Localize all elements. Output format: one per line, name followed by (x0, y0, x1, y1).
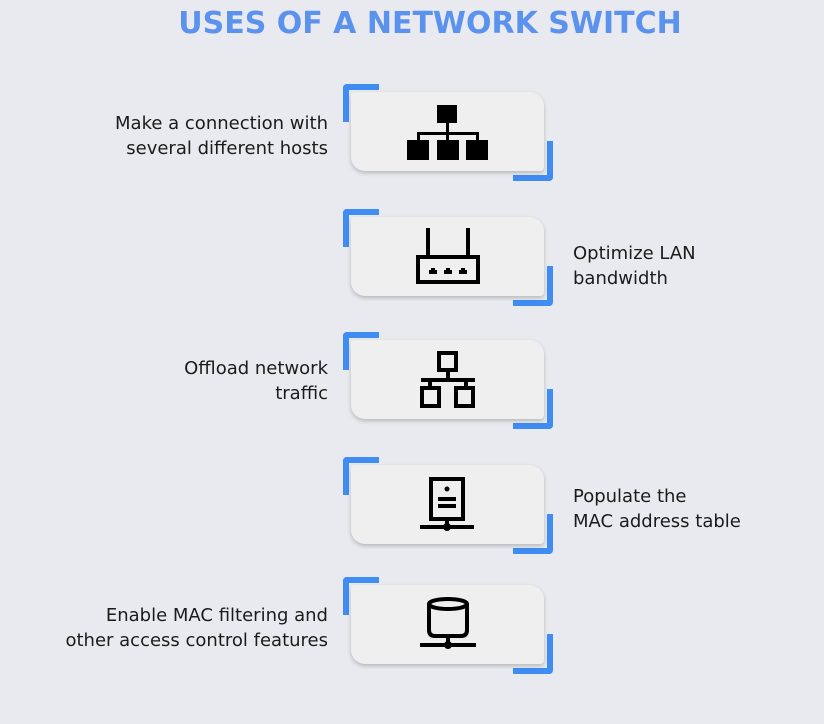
label-line: Optimize LAN (573, 243, 696, 264)
label-line: several different hosts (126, 138, 328, 159)
use-label: Make a connection with several different… (115, 111, 328, 161)
icon-card (343, 84, 553, 181)
corner-bracket-bottom-right (513, 266, 553, 306)
corner-bracket-bottom-right (513, 389, 553, 429)
use-label: Enable MAC filtering and other access co… (65, 603, 328, 653)
corner-bracket-bottom-right (513, 634, 553, 674)
icon-card (343, 209, 553, 306)
use-label: Optimize LAN bandwidth (573, 241, 696, 291)
card-body (351, 92, 544, 171)
corner-bracket-top-left (343, 457, 379, 495)
use-item: Offload network traffic (0, 332, 824, 432)
label-line: Make a connection with (115, 113, 328, 134)
label-line: Enable MAC filtering and (105, 605, 328, 626)
icon-card (343, 457, 553, 554)
icon-card (343, 577, 553, 674)
label-line: bandwidth (573, 268, 668, 289)
label-line: traffic (275, 383, 328, 404)
corner-bracket-top-left (343, 577, 379, 615)
hierarchy-icon (406, 104, 489, 160)
use-item: Optimize LAN bandwidth (0, 209, 824, 309)
page-title: USES OF A NETWORK SWITCH (178, 6, 682, 41)
use-label: Offload network traffic (184, 356, 328, 406)
icon-card (343, 332, 553, 429)
network-icon (419, 350, 477, 409)
server-icon (419, 476, 477, 533)
card-body (351, 465, 544, 544)
label-line: other access control features (65, 630, 328, 651)
corner-bracket-bottom-right (513, 514, 553, 554)
router-icon (415, 227, 480, 286)
label-line: Populate the (573, 486, 687, 507)
use-label: Populate the MAC address table (573, 484, 741, 534)
corner-bracket-top-left (343, 209, 379, 247)
use-item: Make a connection with several different… (0, 84, 824, 184)
label-line: Offload network (184, 358, 328, 379)
database-network-icon (419, 596, 477, 654)
label-line: MAC address table (573, 511, 741, 532)
corner-bracket-top-left (343, 332, 379, 370)
card-body (351, 217, 544, 296)
card-body (351, 585, 544, 664)
use-item: Populate the MAC address table (0, 457, 824, 557)
card-body (351, 340, 544, 419)
corner-bracket-bottom-right (513, 141, 553, 181)
use-item: Enable MAC filtering and other access co… (0, 577, 824, 677)
corner-bracket-top-left (343, 84, 379, 122)
